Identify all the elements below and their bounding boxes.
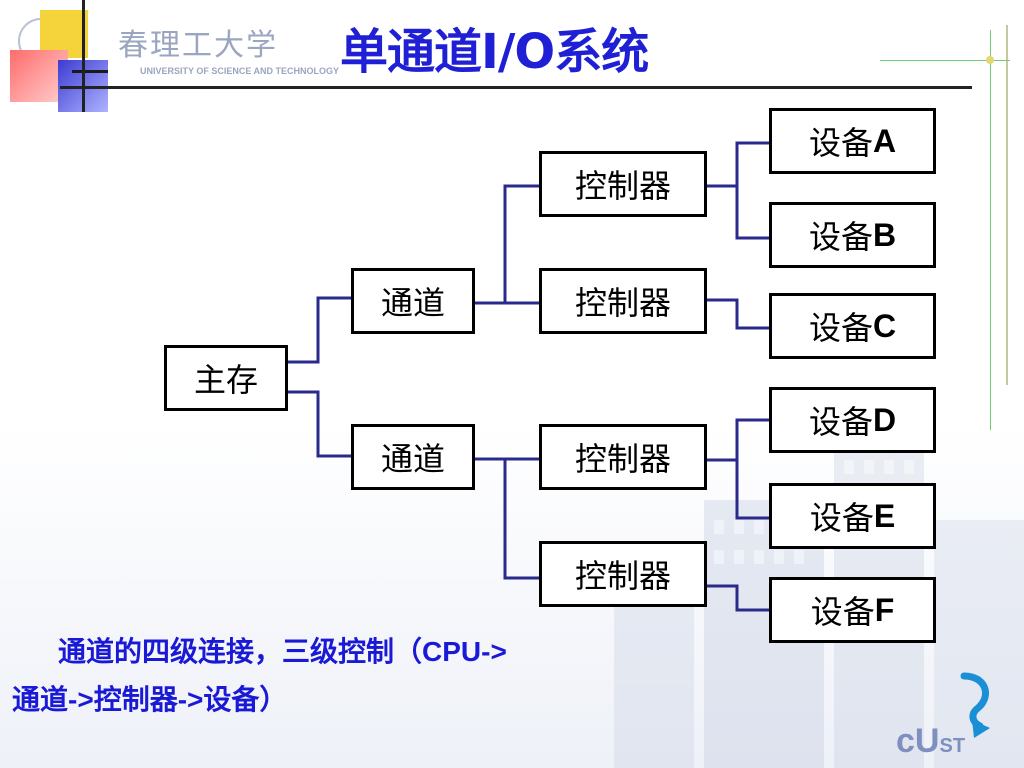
main-memory-label: 主存 (193, 361, 258, 399)
device-letter: B (872, 216, 897, 253)
caption-line-1-latin: CPU-> (422, 636, 507, 667)
caption-line-1: 通道的四级连接，三级控制（CPU-> (58, 630, 507, 670)
controller-label: 控制器 (574, 557, 671, 595)
university-logo-cn: 春理工大学 (118, 28, 278, 63)
university-logo-en: UNIVERSITY OF SCIENCE AND TECHNOLOGY (140, 66, 340, 76)
device-letter: F (874, 591, 895, 628)
caption-line-1-text: 通道的四级连接，三级控制（ (58, 635, 423, 668)
device-letter: D (872, 401, 897, 438)
controller-label: 控制器 (574, 440, 671, 478)
caption-line-2-part-1: 通道 (12, 683, 69, 716)
controller-box: 控制器 (539, 151, 707, 217)
connector-controller1-devices (705, 141, 770, 240)
device-prefix: 设备 (810, 593, 875, 631)
device-prefix: 设备 (809, 499, 874, 537)
cust-logo-c: c (896, 722, 915, 760)
controller-box: 控制器 (539, 541, 707, 607)
curved-arrow-icon[interactable] (950, 668, 998, 742)
controller-box: 控制器 (539, 424, 707, 490)
device-prefix: 设备 (808, 124, 873, 162)
cust-logo-u: U (914, 722, 940, 760)
decor-right-dot (986, 56, 994, 64)
connector-controller4-device (705, 584, 770, 612)
channel-box: 通道 (351, 268, 475, 334)
controller-box: 控制器 (539, 268, 707, 334)
connector-memory-channel2 (285, 390, 352, 458)
cust-logo-st: ST (939, 735, 966, 757)
channel-label: 通道 (380, 440, 445, 478)
caption-line-2-part-2: -> (68, 684, 94, 715)
device-letter: C (872, 307, 897, 344)
main-memory-box: 主存 (164, 345, 288, 411)
connector-controller2-device (705, 298, 770, 330)
slide-title: 单通道I/O系统 (340, 24, 649, 80)
decor-right-line-2 (1006, 25, 1008, 385)
connector-channel2-controllers (472, 457, 540, 580)
channel-box: 通道 (351, 424, 475, 490)
cust-logo: cUST (896, 722, 965, 761)
caption-line-2-part-3: 控制器 (93, 683, 178, 716)
device-prefix: 设备 (808, 403, 873, 441)
caption-line-2-part-5: 设备） (203, 683, 288, 716)
decor-line (72, 70, 108, 73)
controller-label: 控制器 (574, 167, 671, 205)
connector-channel1-controllers (472, 184, 540, 305)
device-letter: A (872, 122, 897, 159)
channel-label: 通道 (380, 284, 445, 322)
controller-label: 控制器 (574, 284, 671, 322)
header-vertical-rule (82, 0, 85, 112)
decor-right-hline (880, 60, 1010, 61)
device-letter: E (873, 497, 896, 534)
device-prefix: 设备 (808, 218, 873, 256)
caption-line-2-part-4: -> (177, 684, 204, 715)
device-prefix: 设备 (808, 309, 873, 347)
caption-line-2: 通道->控制器->设备） (12, 678, 287, 718)
connector-memory-channel1 (285, 296, 352, 364)
decor-right-line (990, 30, 991, 430)
header-rule (60, 86, 972, 89)
connector-controller3-devices (705, 418, 770, 520)
